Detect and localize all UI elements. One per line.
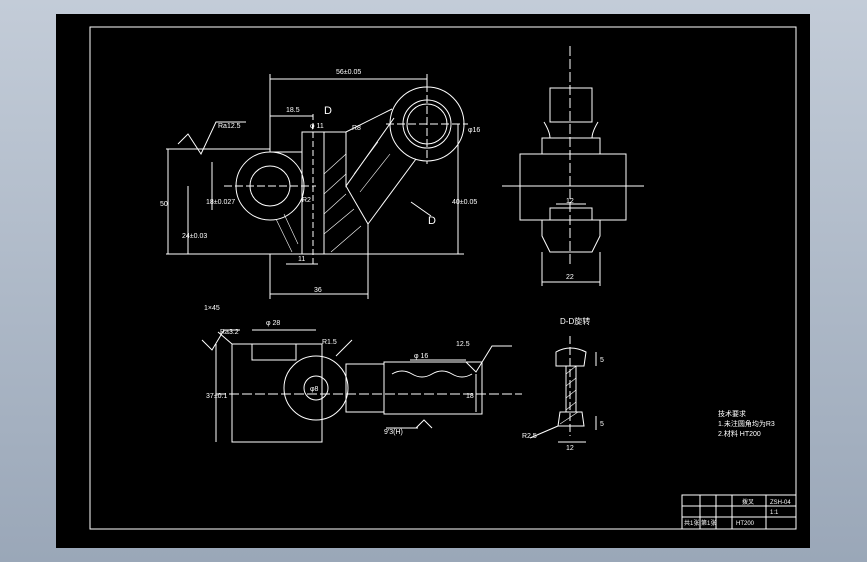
- leader-r15: [335, 339, 353, 357]
- title-material: HT200: [736, 521, 755, 527]
- top-arm: [345, 363, 385, 413]
- top-view: [201, 329, 522, 443]
- section-view: [529, 336, 597, 443]
- dim-11-text: 11: [298, 256, 305, 263]
- roughness-symbol-bottom: [415, 419, 433, 429]
- drawing-border: [89, 26, 797, 530]
- dim-36-text: 36: [314, 287, 322, 294]
- section-dim-5a: 5: [600, 357, 604, 364]
- dim-50-text: 50: [160, 201, 168, 208]
- dim-phi11-text: φ 11: [310, 123, 324, 130]
- title-block-frame: [681, 494, 797, 530]
- tech-notes-title: 技术要求: [718, 409, 746, 418]
- dim-18-5-text: 18.5: [286, 107, 300, 114]
- dim-phi16-top: φ 16: [414, 353, 428, 360]
- section-title: D-D旋转: [560, 316, 590, 326]
- title-block: [681, 494, 797, 530]
- section-top-bulb: [555, 347, 587, 367]
- side-neck: [543, 121, 599, 139]
- hatching: [275, 141, 391, 253]
- top-break-line: [391, 370, 473, 378]
- roughness-symbol-left: [201, 329, 240, 351]
- section-base: [557, 411, 585, 427]
- dim-24-text: 24±0.03: [182, 233, 207, 240]
- side-dim-22: 22: [566, 274, 574, 281]
- side-top-boss: [549, 87, 593, 123]
- top-left-block: [231, 343, 323, 443]
- tech-notes-line1: 1.未注圆角均为R3: [718, 419, 775, 428]
- dim-18-text: 18±0.027: [206, 199, 235, 206]
- side-dim-12: 12: [566, 198, 574, 205]
- arm-lower: [345, 185, 369, 225]
- tech-notes-line2: 2.材料 HT200: [718, 429, 761, 438]
- side-body: [519, 153, 627, 221]
- drawing-sheet: 56±0.05 18.5 φ 11 φ16 50 24±0.03 18±0.02…: [56, 14, 810, 548]
- top-right-hub: [383, 361, 483, 415]
- front-view: [166, 74, 468, 299]
- section-dim-r2: R2.5: [522, 433, 537, 440]
- dim-top-text: 56±0.05: [336, 69, 361, 76]
- side-base: [541, 207, 601, 253]
- dim-9-text: 9'3(H): [384, 429, 403, 436]
- side-collar: [541, 137, 601, 155]
- leader-r2: [529, 425, 559, 439]
- dim-phi28-text: φ 28: [266, 320, 280, 327]
- title-code: ZSH-04: [770, 500, 791, 506]
- title-scale: 1:1: [770, 510, 779, 516]
- dim-18v-text: 18: [466, 393, 474, 400]
- roughness-symbol-front: [177, 121, 246, 156]
- roughness-small-text: Ra3.2: [220, 329, 239, 336]
- section-label-right: D: [428, 215, 436, 227]
- section-dim-5b: 5: [600, 421, 604, 428]
- top-left-slot: [251, 343, 297, 361]
- dim-37-text: 37±0.1: [206, 393, 227, 400]
- section-dim-12: 12: [566, 445, 574, 452]
- roughness-symbol-right: [465, 345, 512, 373]
- section-arrow-d: [410, 201, 432, 217]
- drawing-canvas: 56±0.05 18.5 φ 11 φ16 50 24±0.03 18±0.02…: [89, 26, 797, 530]
- dim-phi16-text: φ16: [468, 127, 480, 134]
- title-drawing-name: 拨叉: [742, 498, 754, 506]
- top-boss-outline: [283, 355, 349, 421]
- section-hatch: [559, 365, 579, 425]
- note-45-text: R8: [352, 125, 361, 132]
- dim-r15-text: R1.5: [322, 339, 337, 346]
- dim-r6-text: R2: [302, 197, 311, 204]
- top-boss-hole: [303, 375, 329, 401]
- chamfer-text: 1×45: [204, 305, 220, 312]
- section-label-top: D: [324, 105, 332, 117]
- dim-40-text: 40±0.05: [452, 199, 477, 206]
- title-sheet-info: 共1张 第1张: [684, 519, 716, 527]
- hole-label: φ8: [310, 386, 319, 393]
- roughness-text: Ra12.5: [218, 123, 241, 130]
- side-view: [502, 46, 644, 286]
- body-right-edge: [301, 132, 417, 255]
- roughness-right-text: 12.5: [456, 341, 470, 348]
